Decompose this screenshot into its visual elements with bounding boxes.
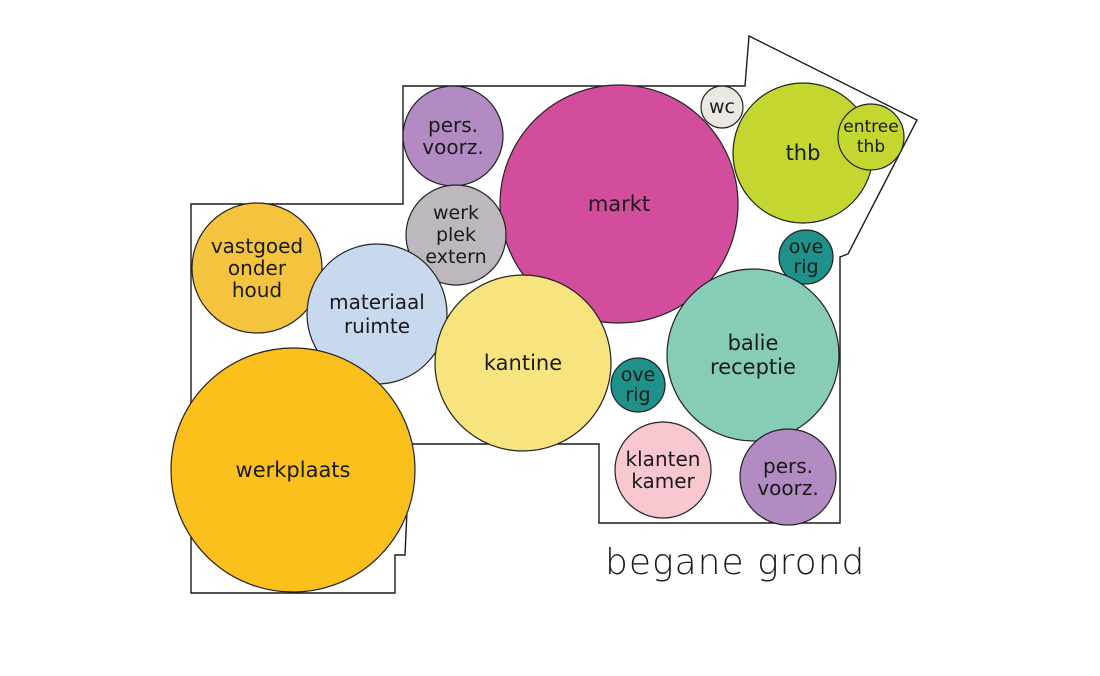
room-label: plek — [436, 224, 476, 246]
room-label: pers. — [428, 113, 478, 137]
room-label: werk — [433, 202, 479, 224]
room-label: voorz. — [422, 135, 483, 159]
room-label: thb — [786, 141, 821, 165]
room-bubble — [191, 202, 323, 334]
room-label: werkplaats — [236, 458, 351, 482]
room-bubble — [700, 85, 744, 129]
room-label: extern — [425, 246, 486, 268]
room-werkplaats: werkplaats — [170, 347, 416, 593]
room-pers-voorz-bottom: pers.voorz. — [739, 428, 837, 526]
room-bubble — [405, 184, 507, 286]
room-label: voorz. — [757, 476, 818, 500]
room-bubble — [610, 357, 666, 413]
room-label: onder — [228, 256, 287, 280]
floor-caption: begane grond — [605, 542, 865, 583]
room-bubble — [499, 84, 739, 324]
room-bubble — [614, 421, 712, 519]
room-label: materiaal — [329, 290, 425, 314]
room-label: kantine — [484, 351, 562, 375]
room-label: ove — [789, 236, 824, 258]
room-label: markt — [588, 192, 650, 216]
room-markt: markt — [499, 84, 739, 324]
room-label: vastgoed — [211, 234, 303, 258]
room-label: balie — [728, 331, 779, 355]
room-bubble — [837, 103, 905, 171]
room-bubble — [666, 268, 840, 442]
room-label: kamer — [631, 469, 695, 493]
room-label: rig — [625, 384, 650, 406]
room-label: ove — [621, 364, 656, 386]
room-label: houd — [232, 278, 282, 302]
room-bubble — [434, 274, 612, 452]
room-pers-voorz-top: pers.voorz. — [402, 85, 504, 187]
room-label: pers. — [763, 454, 813, 478]
room-label: wc — [709, 96, 735, 118]
room-label: rig — [793, 256, 818, 278]
room-bubble — [778, 229, 834, 285]
room-bubble — [739, 428, 837, 526]
room-bubbles: pers.voorz.marktwcthbentreethbwerkplekex… — [170, 82, 905, 593]
room-label: receptie — [710, 355, 796, 379]
room-bubble — [170, 347, 416, 593]
room-thb: thb — [732, 82, 874, 224]
room-kantine: kantine — [434, 274, 612, 452]
room-label: thb — [857, 137, 885, 157]
room-label: entree — [843, 117, 898, 137]
room-wc: wc — [700, 85, 744, 129]
room-label: klanten — [626, 447, 701, 471]
room-label: ruimte — [344, 314, 410, 338]
building-outline — [190, 34, 918, 594]
